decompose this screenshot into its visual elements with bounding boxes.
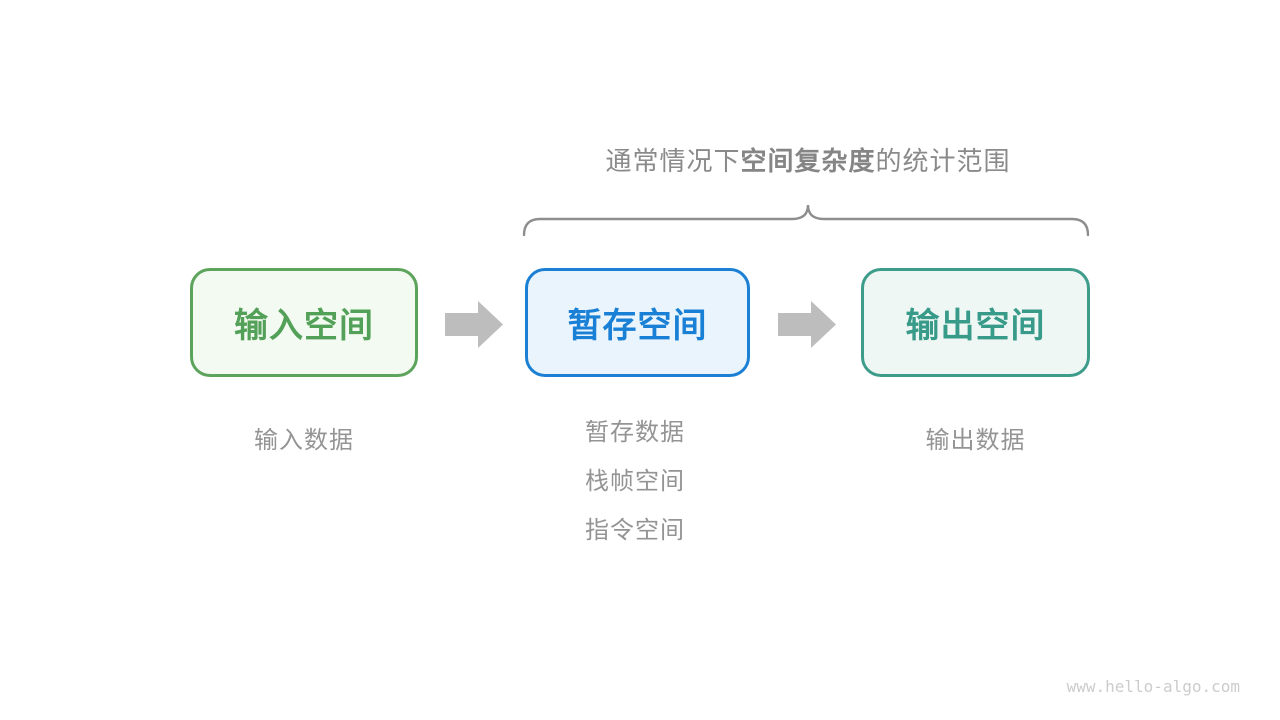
scope-title-suffix: 的统计范围 bbox=[875, 146, 1011, 176]
scope-title: 通常情况下空间复杂度的统计范围 bbox=[522, 146, 1094, 176]
box-temp-space-label: 暂存空间 bbox=[567, 307, 708, 345]
box-input-space: 输入空间 bbox=[190, 268, 418, 377]
box-output-space: 输出空间 bbox=[861, 268, 1090, 377]
watermark: www.hello-algo.com bbox=[1066, 677, 1240, 696]
note-temp-list: 暂存数据 栈帧空间 指令空间 bbox=[585, 408, 685, 555]
scope-title-bold: 空间复杂度 bbox=[740, 146, 876, 176]
note-input-data: 输入数据 bbox=[254, 427, 354, 454]
arrow-input-to-temp-icon bbox=[445, 301, 503, 348]
scope-title-prefix: 通常情况下 bbox=[605, 146, 741, 176]
box-output-space-label: 输出空间 bbox=[905, 307, 1046, 345]
note-instruction-space: 指令空间 bbox=[585, 517, 685, 544]
scope-brace bbox=[522, 204, 1090, 237]
note-temp-data: 暂存数据 bbox=[585, 419, 685, 446]
box-temp-space: 暂存空间 bbox=[525, 268, 750, 377]
note-output-data: 输出数据 bbox=[925, 427, 1026, 454]
note-stack-frame-space: 栈帧空间 bbox=[585, 468, 685, 495]
box-input-space-label: 输入空间 bbox=[234, 307, 374, 345]
arrow-temp-to-output-icon bbox=[778, 301, 836, 348]
